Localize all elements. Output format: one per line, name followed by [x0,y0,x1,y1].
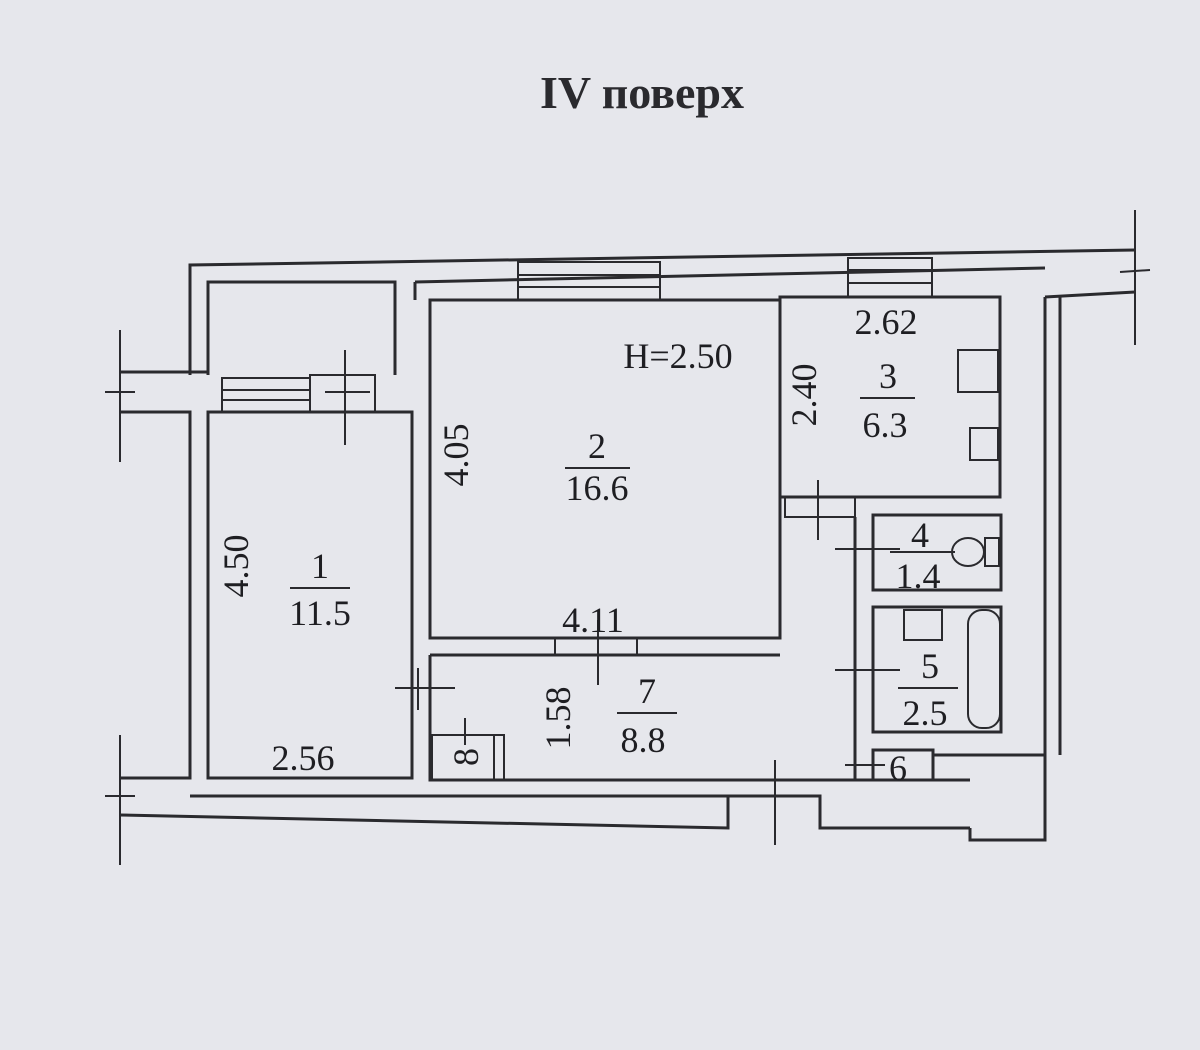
room-7-area: 8.8 [621,720,666,760]
room-1-area: 11.5 [289,593,351,633]
ceiling-height: H=2.50 [623,336,732,376]
room-1-length: 4.50 [216,535,256,598]
room-1-width: 2.56 [272,738,335,778]
room-labels: 1 11.5 2 16.6 3 6.3 4 1.4 5 2.5 6 7 8.8 … [289,356,958,788]
room-7-number: 7 [638,671,656,711]
room-7-width: 1.58 [538,687,578,750]
room-4-area: 1.4 [896,556,941,596]
room-3-width: 2.62 [855,302,918,342]
room-3-number: 3 [879,356,897,396]
room-2-length: 4.05 [436,424,476,487]
room-6-number: 6 [889,748,907,788]
room-2-area: 16.6 [566,468,629,508]
dimension-labels: H=2.50 4.50 2.56 4.05 4.11 2.62 2.40 1.5… [216,302,918,778]
floor-title: IV поверх [540,67,744,118]
room-3-area: 6.3 [863,405,908,445]
walls [105,210,1151,865]
room-5-number: 5 [921,646,939,686]
room-1-number: 1 [311,546,329,586]
room-2-width: 4.11 [562,600,624,640]
room-3-length: 2.40 [784,364,824,427]
room-8-number: 8 [446,748,486,766]
room-5-area: 2.5 [903,693,948,733]
room-4-number: 4 [911,515,929,555]
room-2-number: 2 [588,426,606,466]
